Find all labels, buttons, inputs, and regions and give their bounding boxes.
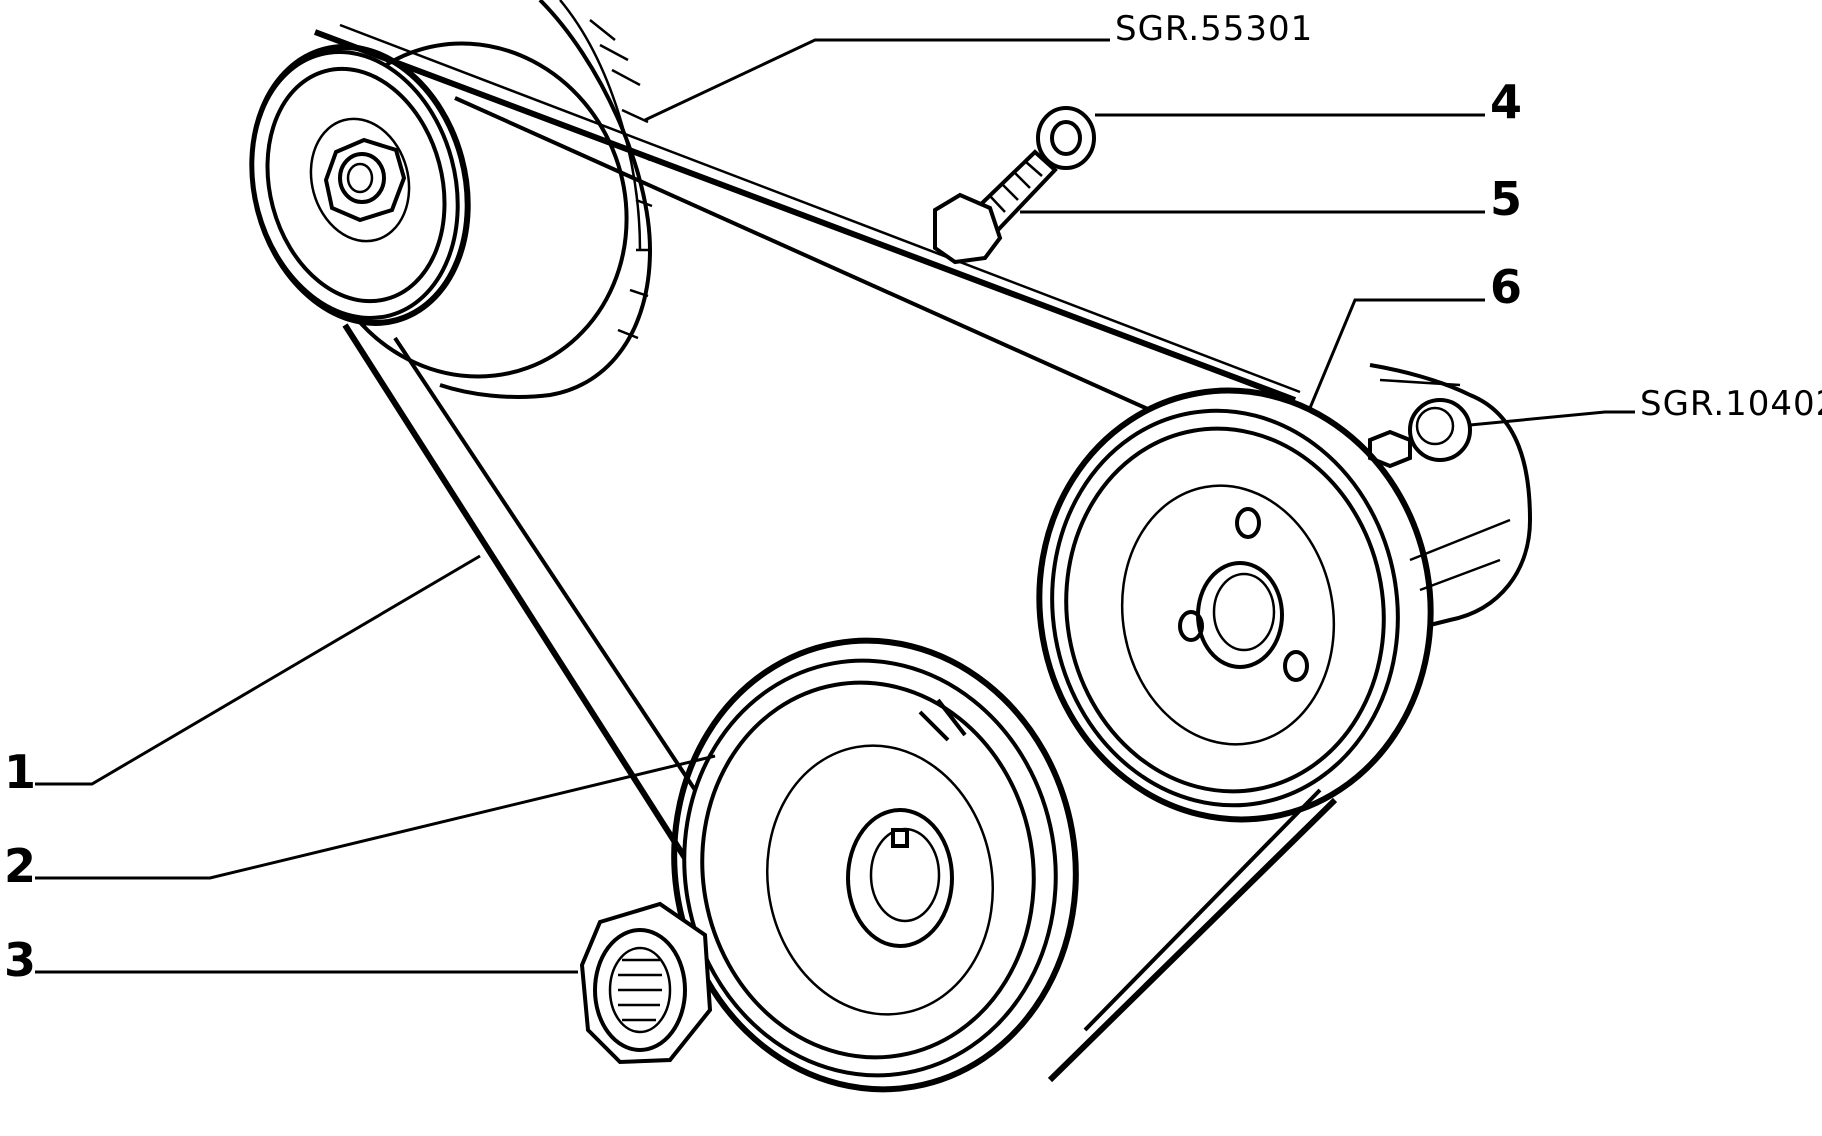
callout-5: 5 xyxy=(1490,172,1522,226)
callout-3: 3 xyxy=(4,933,36,987)
drive-belt xyxy=(313,23,1338,1083)
leader-ref-right xyxy=(1469,410,1635,427)
reference-code-top: SGR.55301 xyxy=(1115,9,1313,49)
top-pulley xyxy=(249,41,629,379)
bolt xyxy=(933,149,1058,265)
water-pump-body xyxy=(1368,363,1533,627)
leader-lines xyxy=(35,38,1635,974)
pulley-nut xyxy=(579,901,713,1065)
leader-1 xyxy=(35,554,481,786)
washer xyxy=(1036,106,1096,170)
water-pump-pulley xyxy=(1036,387,1434,823)
callout-2: 2 xyxy=(4,839,36,893)
leader-ref-top xyxy=(644,38,1110,122)
reference-code-right: SGR.10402 xyxy=(1640,384,1822,424)
crankshaft-pulley xyxy=(671,637,1079,1093)
callout-1: 1 xyxy=(4,745,36,799)
callout-6: 6 xyxy=(1490,260,1522,314)
callout-4: 4 xyxy=(1490,75,1522,129)
leader-2 xyxy=(35,754,716,880)
leader-6 xyxy=(1308,298,1485,409)
labels: SGR.55301 SGR.10402 4 5 6 1 2 3 xyxy=(4,9,1822,987)
